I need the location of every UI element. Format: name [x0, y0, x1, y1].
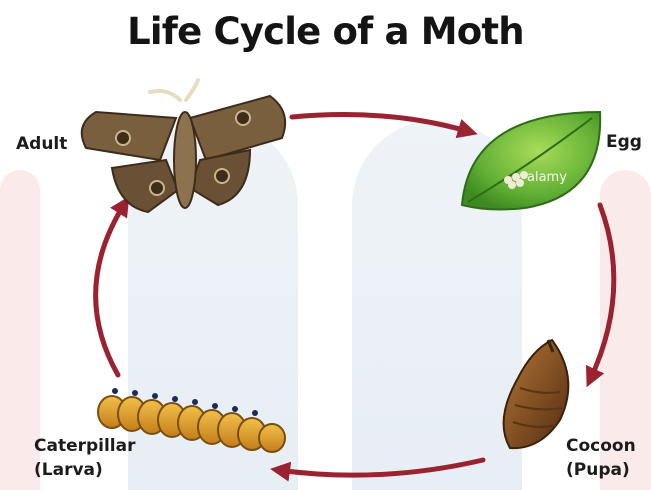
arrow-caterpillar-to-adult [96, 203, 125, 375]
arrow-adult-to-egg [292, 115, 470, 132]
cocoon-illustration [504, 340, 569, 448]
label-caterpillar: Caterpillar [34, 434, 136, 458]
label-caterpillar-sub: (Larva) [34, 458, 103, 482]
leaf-with-eggs-illustration [462, 112, 600, 209]
label-cocoon: Cocoon [566, 434, 636, 458]
arrow-cocoon-to-caterpillar [278, 460, 483, 475]
watermark-text: alamy [527, 170, 567, 185]
label-adult: Adult [16, 132, 67, 156]
label-egg: Egg [606, 130, 642, 154]
label-cocoon-sub: (Pupa) [566, 458, 630, 482]
moth-illustration [82, 80, 285, 212]
arrow-egg-to-cocoon [590, 205, 614, 380]
